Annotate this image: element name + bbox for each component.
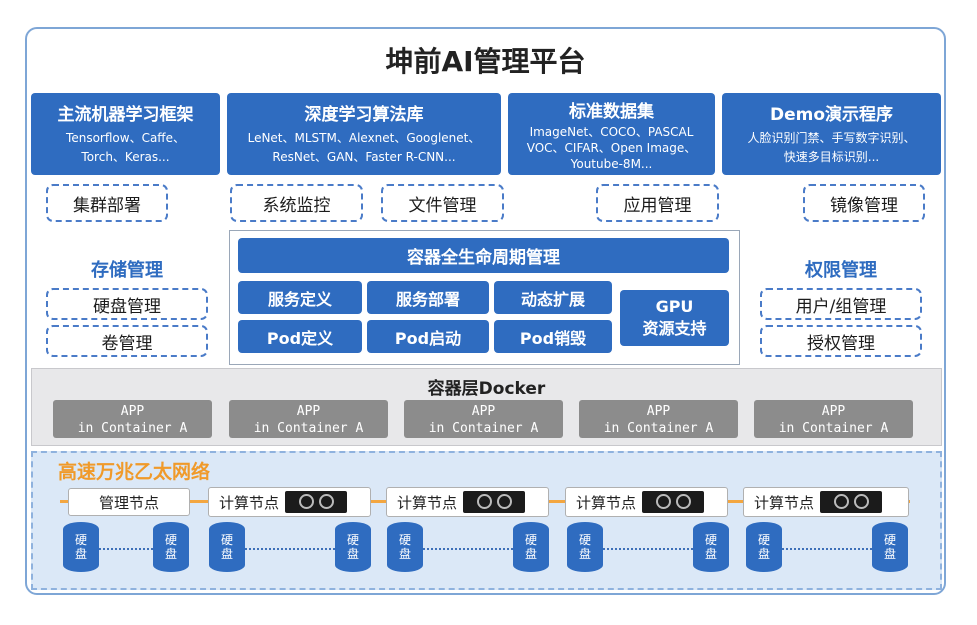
compute-node-label: 计算节点 (576, 493, 637, 512)
app-container-1: APP in Container A (53, 400, 212, 438)
gpu-support: GPU 资源支持 (620, 290, 729, 346)
page-title: 坤前AI管理平台 (385, 45, 586, 78)
dataset-box: 标准数据集 ImageNet、COCO、PASCAL VOC、CIFAR、Ope… (508, 93, 715, 175)
image-management: 镜像管理 (803, 184, 925, 222)
algorithm-library-box: 深度学习算法库 LeNet、MLSTM、Alexnet、Googlenet、 R… (227, 93, 501, 175)
demo-desc: 人脸识别门禁、手写数字识别、 快速多目标识别... (747, 131, 916, 164)
pod-define: Pod定义 (238, 320, 362, 353)
disk-link (603, 548, 693, 550)
volume-management: 卷管理 (46, 325, 208, 357)
disk-icon: 硬 盘 (153, 522, 189, 572)
disk-icon: 硬 盘 (335, 522, 371, 572)
dataset-desc: ImageNet、COCO、PASCAL VOC、CIFAR、Open Imag… (526, 125, 697, 171)
compute-node-label: 计算节点 (397, 493, 458, 512)
disk-link (245, 548, 335, 550)
authorization-management: 授权管理 (760, 325, 922, 357)
dynamic-scale: 动态扩展 (494, 281, 612, 314)
disk-icon: 硬 盘 (567, 522, 603, 572)
manage-node-label: 管理节点 (98, 493, 159, 512)
compute-node-4: 计算节点 (743, 487, 909, 517)
framework-box: 主流机器学习框架 Tensorflow、Caffe、 Torch、Keras..… (31, 93, 220, 175)
pod-start: Pod启动 (367, 320, 489, 353)
gpu-card-icon (285, 491, 348, 513)
disk-icon: 硬 盘 (63, 522, 99, 572)
manage-node: 管理节点 (68, 488, 190, 516)
gpu-card-icon (820, 491, 883, 513)
disk-icon: 硬 盘 (746, 522, 782, 572)
compute-node-1: 计算节点 (208, 487, 371, 517)
service-deploy: 服务部署 (367, 281, 489, 314)
disk-icon: 硬 盘 (513, 522, 549, 572)
disk-icon: 硬 盘 (387, 522, 423, 572)
disk-link (782, 548, 872, 550)
compute-node-3: 计算节点 (565, 487, 728, 517)
app-container-2: APP in Container A (229, 400, 388, 438)
app-container-4: APP in Container A (579, 400, 738, 438)
app-management: 应用管理 (596, 184, 719, 222)
network-title: 高速万兆乙太网络 (58, 461, 211, 483)
dataset-title: 标准数据集 (569, 102, 654, 122)
system-monitor: 系统监控 (230, 184, 363, 222)
cluster-deploy: 集群部署 (46, 184, 168, 222)
disk-icon: 硬 盘 (209, 522, 245, 572)
demo-box: Demo演示程序 人脸识别门禁、手写数字识别、 快速多目标识别... (722, 93, 941, 175)
storage-title: 存储管理 (91, 260, 163, 281)
file-management: 文件管理 (381, 184, 504, 222)
docker-title: 容器层Docker (427, 379, 546, 399)
permission-title: 权限管理 (805, 260, 877, 281)
framework-title: 主流机器学习框架 (57, 105, 194, 125)
compute-node-label: 计算节点 (754, 493, 815, 512)
compute-node-label: 计算节点 (219, 493, 280, 512)
framework-desc: Tensorflow、Caffe、 Torch、Keras... (66, 131, 185, 164)
disk-link (423, 548, 513, 550)
pod-destroy: Pod销毁 (494, 320, 612, 353)
demo-title: Demo演示程序 (769, 105, 894, 125)
compute-node-2: 计算节点 (386, 487, 549, 517)
algorithm-library-desc: LeNet、MLSTM、Alexnet、Googlenet、 ResNet、GA… (247, 131, 481, 164)
app-container-3: APP in Container A (404, 400, 563, 438)
disk-icon: 硬 盘 (693, 522, 729, 572)
gpu-card-icon (463, 491, 526, 513)
algorithm-library-title: 深度学习算法库 (304, 105, 424, 125)
platform-frame (25, 27, 946, 595)
container-lifecycle-title: 容器全生命周期管理 (238, 238, 729, 273)
disk-management: 硬盘管理 (46, 288, 208, 320)
user-group-management: 用户/组管理 (760, 288, 922, 320)
disk-icon: 硬 盘 (872, 522, 908, 572)
app-container-5: APP in Container A (754, 400, 913, 438)
gpu-card-icon (642, 491, 705, 513)
service-define: 服务定义 (238, 281, 362, 314)
disk-link (99, 548, 153, 550)
